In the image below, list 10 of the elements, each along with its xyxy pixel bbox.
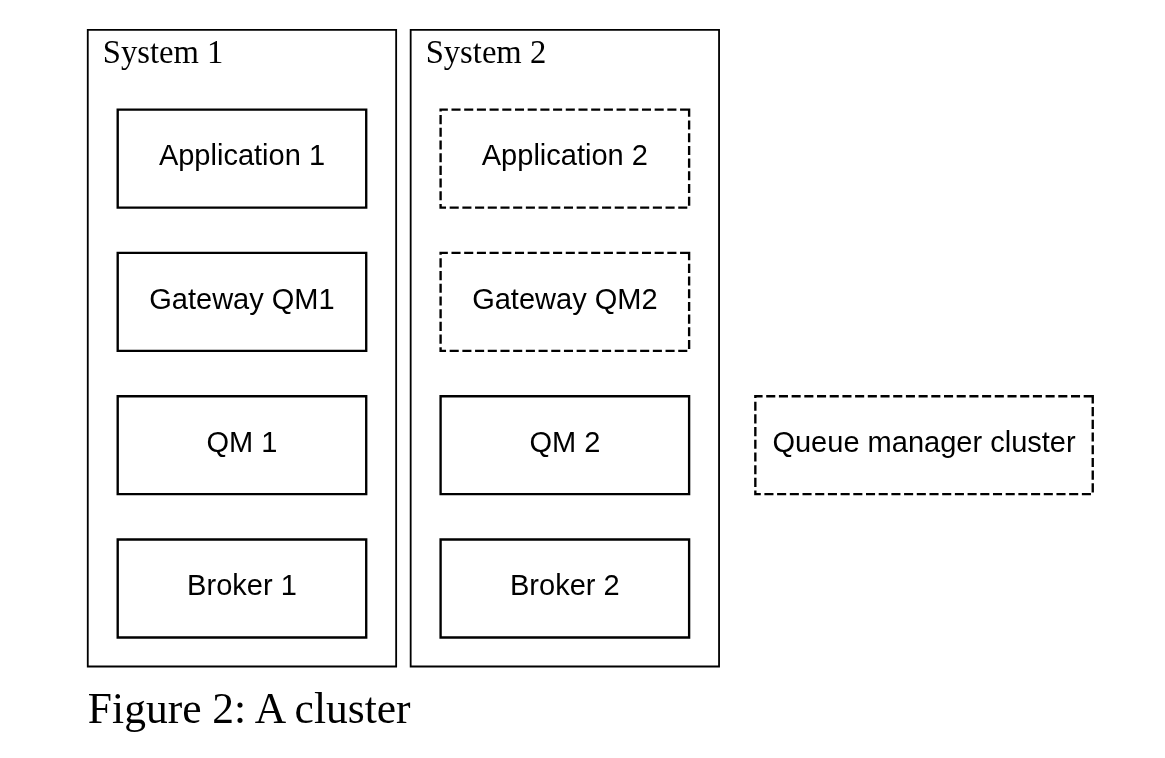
- node-box: Gateway QM2: [438, 251, 690, 353]
- node-box: Queue manager cluster: [753, 395, 1094, 496]
- node-box: QM 2: [438, 395, 690, 496]
- node-box: Broker 2: [438, 538, 690, 639]
- node-box: Gateway QM1: [116, 251, 367, 353]
- node-box: Application 2: [438, 108, 690, 209]
- caption: Figure 2: A cluster: [87, 684, 411, 733]
- node-box: Broker 1: [116, 538, 367, 639]
- node-box: Application 1: [116, 108, 367, 209]
- node-box: QM 1: [116, 395, 367, 496]
